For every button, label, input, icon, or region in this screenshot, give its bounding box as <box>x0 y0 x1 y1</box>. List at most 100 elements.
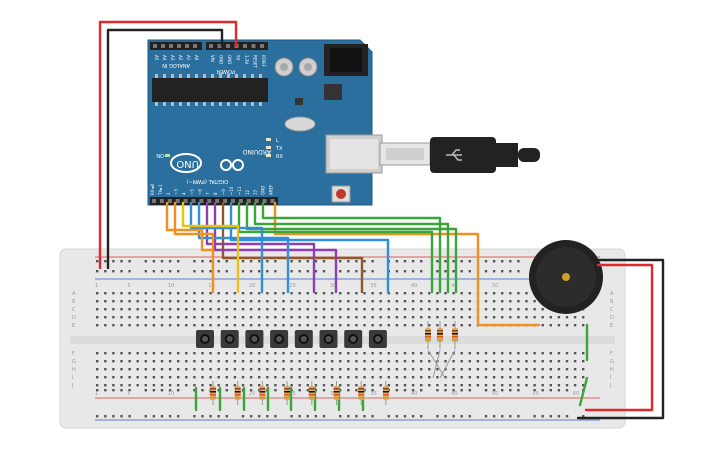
arduino-logo <box>170 153 202 173</box>
analog-pin-label: A2 <box>178 55 183 61</box>
row-letter: B <box>72 299 76 305</box>
power-pin-label: GND <box>219 55 224 64</box>
wire-black[interactable] <box>576 258 665 420</box>
analog-pin-label: A5 <box>154 55 159 61</box>
row-letter: D <box>72 315 76 321</box>
push-button[interactable] <box>344 330 363 348</box>
wire-red[interactable] <box>98 20 238 270</box>
wire-orange[interactable] <box>173 201 215 294</box>
digital-pin-label: 4 <box>182 192 187 195</box>
digital-pin-label: 2 <box>166 192 171 195</box>
push-button[interactable] <box>220 330 239 348</box>
wire-orange[interactable] <box>165 201 214 252</box>
l-label: L <box>276 138 279 144</box>
push-button[interactable] <box>319 330 338 348</box>
column-number: 5 <box>127 283 130 289</box>
analog-header[interactable] <box>150 42 202 50</box>
digital-pin-label: RX◄0 <box>150 183 155 195</box>
digital-pin-label: AREF <box>269 184 274 195</box>
power-pin-label: IOREF <box>261 55 266 68</box>
resistor <box>308 381 315 405</box>
push-button[interactable] <box>245 330 264 348</box>
row-letter: D <box>610 315 614 321</box>
wire-yellow[interactable] <box>181 201 240 294</box>
column-number: 35 <box>370 283 376 289</box>
push-button[interactable] <box>368 330 387 348</box>
resistor <box>425 321 431 349</box>
wire-blue[interactable] <box>189 201 264 294</box>
digital-pin-label: ~10 <box>229 186 234 195</box>
wire-green[interactable] <box>237 201 434 294</box>
wire-black[interactable] <box>106 28 224 270</box>
piezo-buzzer[interactable] <box>529 240 603 314</box>
wire-red[interactable] <box>584 263 654 412</box>
analog-pin-label: A0 <box>194 55 199 61</box>
power-pin-label: GND <box>227 55 232 64</box>
digital-pin-label: 13 <box>253 189 258 195</box>
column-number: 1 <box>95 283 98 289</box>
column-number: 25 <box>289 283 295 289</box>
column-number: 5 <box>127 391 130 397</box>
digital-pin-label: ~6 <box>197 189 202 195</box>
row-letter: B <box>610 299 614 305</box>
on-led <box>165 154 170 157</box>
wire-purple[interactable] <box>205 201 316 294</box>
push-button[interactable] <box>294 330 313 348</box>
digital-header-pins <box>152 199 275 203</box>
digital-pwm-label: DIGITAL (PWM~) <box>186 178 228 184</box>
row-letter: G <box>72 359 76 365</box>
wire-brown[interactable] <box>221 201 364 294</box>
column-number: 25 <box>289 391 295 397</box>
tx-label: TX <box>275 146 283 152</box>
row-letter: F <box>72 351 75 357</box>
breadboard[interactable]: 1155101015152020252530303535404045455050… <box>59 248 626 429</box>
wire-blue[interactable] <box>229 201 390 294</box>
resistor <box>437 321 443 349</box>
wire-green[interactable] <box>253 201 450 294</box>
column-number: 20 <box>249 283 255 289</box>
column-number: 50 <box>492 283 498 289</box>
column-number: 40 <box>411 391 417 397</box>
digital-pin-label: ~3 <box>174 189 179 195</box>
infinity-icon <box>220 159 244 171</box>
push-button[interactable] <box>270 330 289 348</box>
row-letter: F <box>610 351 613 357</box>
column-number: 55 <box>532 391 538 397</box>
digital-header[interactable] <box>150 197 278 205</box>
row-letter: H <box>610 367 614 373</box>
uno-label: UNO <box>176 158 199 169</box>
column-number: 30 <box>330 283 336 289</box>
power-pin-label: 5V <box>236 55 241 61</box>
row-letter: E <box>610 323 613 329</box>
resistor <box>284 381 291 405</box>
power-pin-label: RESET <box>253 55 258 68</box>
resistor <box>333 381 340 405</box>
digital-pin-label: GND <box>261 186 266 195</box>
on-led-label: ON <box>156 152 164 158</box>
wire-green[interactable] <box>245 201 458 294</box>
column-number: 10 <box>168 391 174 397</box>
column-number: 10 <box>168 283 174 289</box>
usb-icon <box>446 149 462 161</box>
column-number: 60 <box>573 391 579 397</box>
resistor <box>382 381 389 405</box>
push-button[interactable] <box>196 330 214 348</box>
push-buttons[interactable] <box>196 330 387 348</box>
column-number: 15 <box>208 283 214 289</box>
digital-pin-label: ~5 <box>190 189 195 195</box>
wire-blue[interactable] <box>197 201 290 294</box>
wire-green[interactable] <box>578 376 589 407</box>
resistors <box>210 321 458 405</box>
usb-cable <box>379 137 540 173</box>
jumper-wires[interactable] <box>98 20 665 420</box>
digital-pin-label: ~11 <box>237 186 242 195</box>
resistor <box>234 381 241 405</box>
brand-label: ARDUINO <box>242 148 271 155</box>
resistor <box>210 381 216 405</box>
analog-pin-label: A4 <box>162 55 167 61</box>
wire-green[interactable] <box>261 201 442 294</box>
chip-legs <box>155 74 262 106</box>
column-number: 45 <box>451 283 457 289</box>
